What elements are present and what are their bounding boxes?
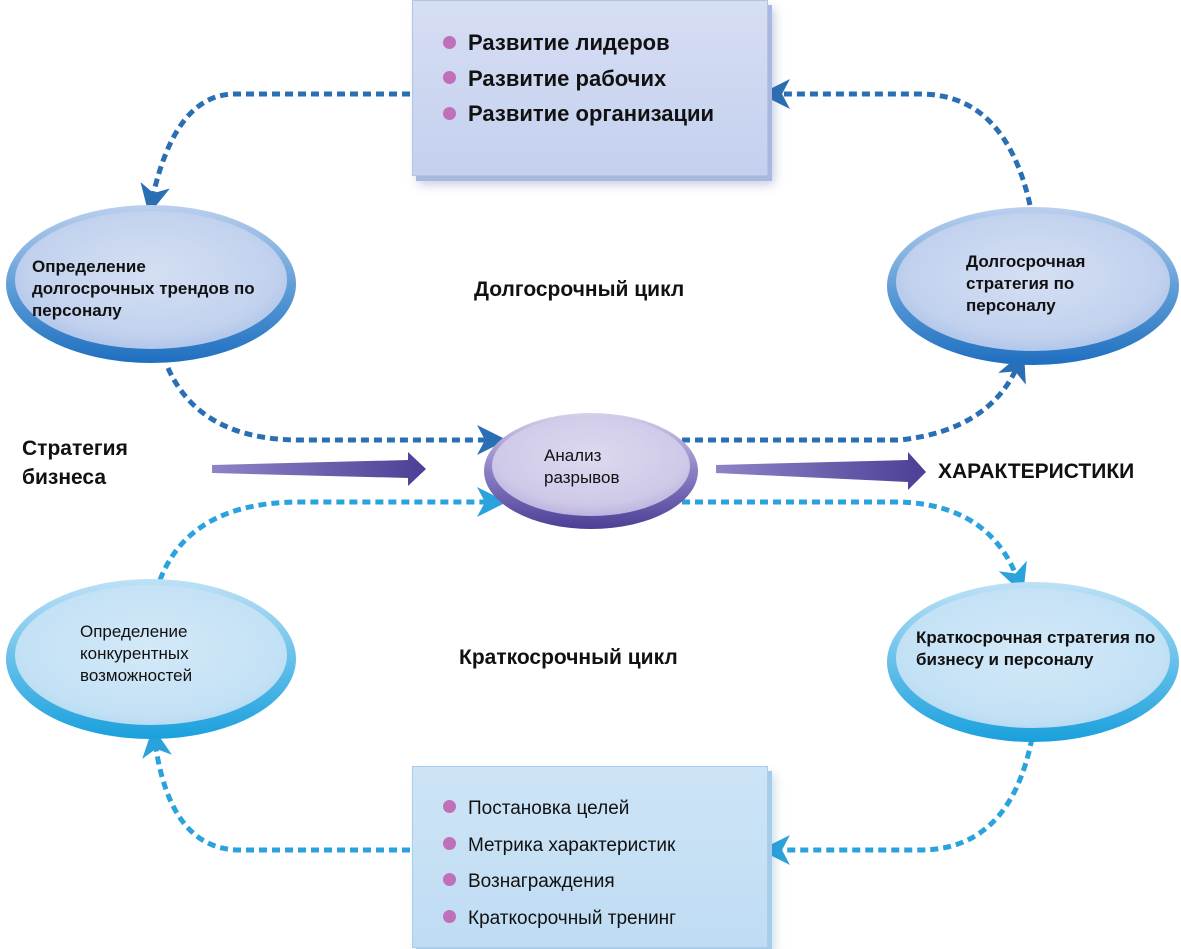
ellipse-long-strategy	[887, 207, 1179, 365]
long-trends-text: Определение долгосрочных трендов по перс…	[32, 257, 255, 320]
short-cycle-label: Краткосрочный цикл	[459, 646, 678, 669]
bullet-icon	[443, 909, 456, 923]
competitive-text: Определение конкурентных возможностей	[80, 622, 193, 685]
bullet-icon	[443, 35, 456, 49]
list-item: Развитие организации	[443, 96, 714, 132]
arrow-gap-to-short-strategy	[682, 499, 1027, 595]
list-item: Вознаграждения	[443, 864, 676, 901]
list-item: Метрика характеристик	[443, 828, 676, 865]
business-strategy-arrow	[212, 452, 426, 486]
gap-analysis-text: Анализ разрывов	[544, 446, 620, 487]
list-item: Развитие лидеров	[443, 25, 714, 61]
characteristics-arrow	[716, 452, 926, 490]
ellipse-long-trends	[6, 205, 296, 363]
long-strategy-text: Долгосрочная стратегия по персоналу	[966, 252, 1086, 315]
ellipse-gap-analysis	[484, 413, 698, 529]
business-strategy-label: Стратегия бизнеса	[22, 437, 128, 489]
characteristics-label: ХАРАКТЕРИСТИКИ	[938, 460, 1135, 483]
bullet-icon	[443, 800, 456, 814]
short-strategy-text: Краткосрочная стратегия по бизнесу и пер…	[916, 628, 1156, 669]
long-cycle-connectors	[140, 79, 1033, 455]
top-box-long-development: Развитие лидеров Развитие рабочих Развит…	[412, 0, 768, 176]
short-cycle-connectors	[142, 487, 1035, 865]
arrow-competitive-to-gap	[157, 487, 507, 581]
long-cycle-label: Долгосрочный цикл	[474, 278, 685, 301]
list-item: Развитие рабочих	[443, 61, 714, 97]
arrow-short-strategy-to-bottombox	[760, 737, 1035, 865]
arrow-topbox-to-trends	[140, 91, 410, 215]
bullet-icon	[443, 106, 456, 120]
ellipse-competitive	[6, 579, 296, 739]
arrow-trends-to-gap	[165, 366, 507, 455]
bottom-box-list: Постановка целей Метрика характеристик В…	[443, 791, 676, 937]
ellipse-short-strategy	[887, 582, 1179, 742]
bullet-icon	[443, 836, 456, 850]
bottom-box-short-measures: Постановка целей Метрика характеристик В…	[412, 766, 768, 948]
list-item: Краткосрочный тренинг	[443, 901, 676, 938]
list-item: Постановка целей	[443, 791, 676, 828]
arrow-long-strategy-to-topbox	[760, 79, 1033, 206]
bullet-icon	[443, 71, 456, 85]
bullet-icon	[443, 873, 456, 887]
arrow-bottombox-to-competitive	[142, 727, 410, 853]
top-box-list: Развитие лидеров Развитие рабочих Развит…	[443, 25, 714, 132]
arrow-gap-to-long-strategy	[682, 351, 1026, 443]
